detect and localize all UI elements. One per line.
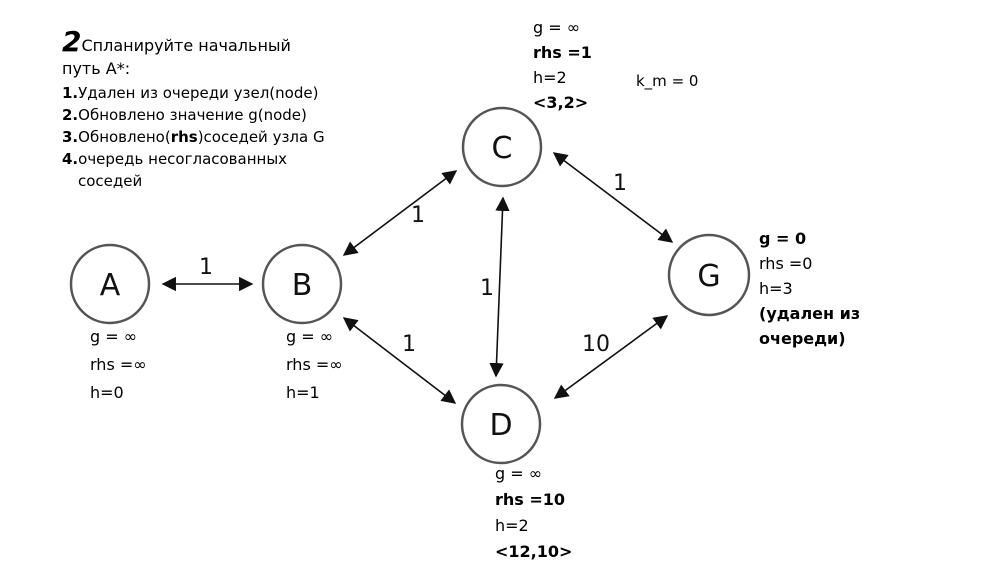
edge-weight-b-d: 1 xyxy=(402,332,416,357)
node-b-h: h=1 xyxy=(286,383,320,402)
step-item-4: 4.очередь несогласованных xyxy=(62,148,322,170)
step-item-3: 3.Обновлено(rhs)соседей узла G xyxy=(62,126,325,148)
k-m-value: k_m = 0 xyxy=(636,72,699,90)
node-d-info: g = ∞ rhs =10 h=2 <12,10> xyxy=(495,461,572,565)
step-title-part2: путь A*: xyxy=(62,59,131,78)
edge-weight-a-b: 1 xyxy=(199,255,213,280)
node-c: C xyxy=(461,106,543,188)
step-item-3-text-after: )соседей узла G xyxy=(197,128,325,146)
node-d-circle xyxy=(460,383,542,465)
node-b-rhs: rhs =∞ xyxy=(286,355,343,374)
step-title-part1: Спланируйте начальный xyxy=(81,36,291,55)
node-d-key: <12,10> xyxy=(495,542,573,561)
step-item-4-cont: соседей xyxy=(78,172,143,190)
step-item-3-bold: rhs xyxy=(170,128,198,146)
step-number: 2 xyxy=(62,25,82,58)
edge-b-c xyxy=(342,170,458,256)
node-g-g: g = 0 xyxy=(759,229,807,248)
node-b-label: B xyxy=(292,268,313,303)
node-c-info: g = ∞ rhs =1 h=2 <3,2> xyxy=(533,15,592,115)
node-d-rhs: rhs =10 xyxy=(495,490,566,509)
edge-weight-c-d: 1 xyxy=(480,276,494,301)
edge-weight-b-c: 1 xyxy=(411,203,425,228)
node-b-info: g = ∞ rhs =∞ h=1 xyxy=(286,323,343,407)
node-c-key: <3,2> xyxy=(533,93,589,112)
node-g-circle xyxy=(667,233,751,317)
step-item-1-text: Удален из очереди узел(node) xyxy=(78,84,319,102)
node-a-label: A xyxy=(100,268,121,303)
step-item-3-text-before: Обновлено( xyxy=(78,128,171,146)
step-item-4-text: очередь несогласованных xyxy=(78,150,288,168)
edge-weight-c-g: 1 xyxy=(613,171,627,196)
node-c-label: C xyxy=(492,131,513,166)
step-item-2: 2.Обновлено значение g(node) xyxy=(62,104,322,126)
node-b-circle xyxy=(261,243,343,325)
edge-c-d xyxy=(489,196,510,378)
step-item-4-num: 4. xyxy=(62,150,79,168)
step-item-1: 1.Удален из очереди узел(node) xyxy=(62,82,322,104)
step-item-1-num: 1. xyxy=(62,84,79,102)
edge-b-d xyxy=(342,317,457,404)
node-d: D xyxy=(460,383,542,465)
node-g-status-1: (удален из xyxy=(759,304,861,323)
node-g-info: g = 0 rhs =0 h=3 (удален из очереди) xyxy=(759,226,860,351)
node-g: G xyxy=(667,233,751,317)
node-g-h: h=3 xyxy=(759,279,793,298)
node-c-rhs: rhs =1 xyxy=(533,43,592,62)
node-a-circle xyxy=(69,243,151,325)
node-g-rhs: rhs =0 xyxy=(759,254,813,273)
node-a-rhs: rhs =∞ xyxy=(90,355,147,374)
step-instructions: 2Спланируйте начальный путь A*: 1.Удален… xyxy=(62,28,325,192)
node-b: B xyxy=(261,243,343,325)
node-a: A xyxy=(69,243,151,325)
step-title: 2Спланируйте начальный xyxy=(62,28,322,57)
step-item-3-num: 3. xyxy=(62,128,79,146)
edge-weight-d-g: 10 xyxy=(582,332,610,357)
step-item-2-num: 2. xyxy=(62,106,79,124)
node-c-g: g = ∞ xyxy=(533,18,581,37)
step-item-2-text: Обновлено значение g(node) xyxy=(78,106,307,124)
node-g-label: G xyxy=(697,259,720,294)
node-a-g: g = ∞ xyxy=(90,327,138,346)
node-a-info: g = ∞ rhs =∞ h=0 xyxy=(90,323,147,407)
edge-d-g xyxy=(553,315,669,399)
node-a-h: h=0 xyxy=(90,383,124,402)
node-d-label: D xyxy=(489,408,512,443)
node-b-g: g = ∞ xyxy=(286,327,334,346)
node-d-h: h=2 xyxy=(495,516,529,535)
node-c-h: h=2 xyxy=(533,68,567,87)
edge-c-g xyxy=(552,152,674,243)
node-g-status-2: очереди) xyxy=(759,329,846,348)
node-d-g: g = ∞ xyxy=(495,464,543,483)
node-c-circle xyxy=(461,106,543,188)
